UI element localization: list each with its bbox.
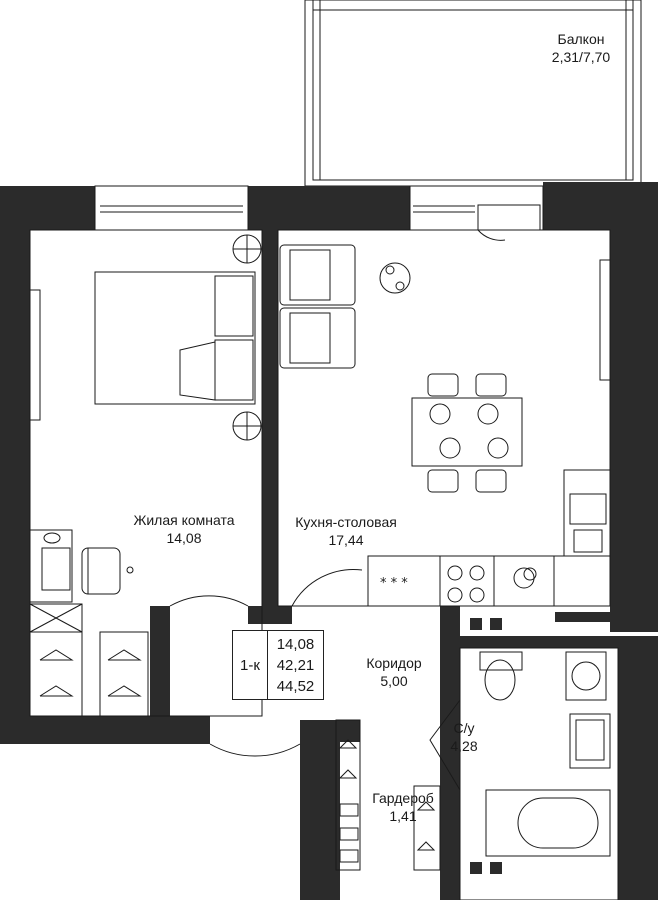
room-name: Жилая комната [133,512,235,528]
kitchen-counter: * * * [367,469,611,607]
room-name: Балкон [557,31,605,47]
room-area: 14,08 [166,530,202,546]
bathroom-fixtures [479,651,611,857]
column-markers [470,618,502,874]
total-area: 42,21 [276,656,315,674]
apartment-areas: 14,08 42,21 44,52 [268,631,323,699]
dressing-room-shelves [335,719,441,871]
room-name: Коридор [366,655,422,671]
windows [29,185,611,421]
bed [94,234,262,441]
room-area: 17,44 [328,532,364,548]
room-name: Гардероб [372,790,434,806]
doors [169,204,541,791]
living-room-label: Жилая комната 14,08 [133,511,234,547]
bathroom-label: С/у 4,28 [450,719,477,755]
room-area: 2,31/7,70 [551,49,611,65]
dining-table [411,373,523,493]
desk [29,529,134,603]
sofa [279,244,411,369]
dressing-room-label: Гардероб 1,41 [372,789,434,825]
room-area: 4,28 [450,738,478,754]
total-area-with-balcony: 44,52 [276,677,315,695]
svg-text:* * *: * * * [380,576,408,591]
room-name: Кухня-столовая [295,514,397,530]
balcony-label: Балкон 2,31/7,70 [552,30,610,66]
corridor-label: Коридор 5,00 [366,654,421,690]
room-area: 1,41 [389,808,417,824]
living-area: 14,08 [276,635,315,653]
wardrobe-bedroom [29,603,149,717]
kitchen-label: Кухня-столовая 17,44 [295,513,397,549]
apartment-summary-box: 1-к 14,08 42,21 44,52 [232,630,324,700]
walls [0,182,658,900]
room-name: С/у [453,720,475,736]
room-area: 5,00 [380,673,408,689]
apartment-type: 1-к [233,631,268,699]
balcony [304,0,642,187]
